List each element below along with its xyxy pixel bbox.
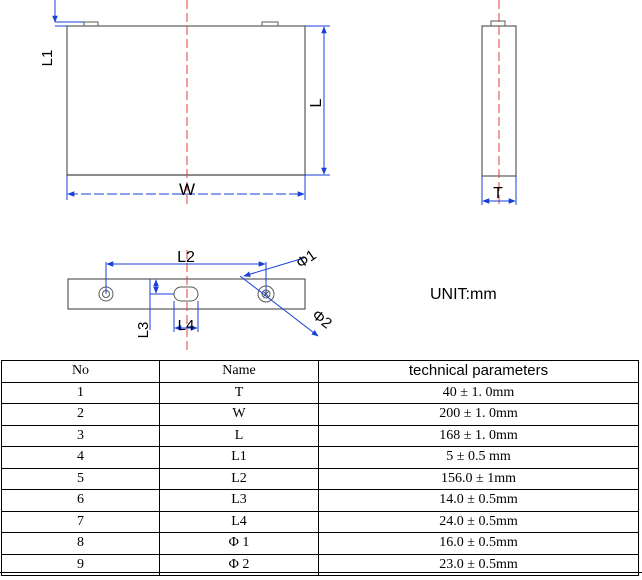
cell-name: L1 bbox=[159, 446, 319, 469]
cell-value: 168 ± 1. 0mm bbox=[318, 424, 639, 447]
cell-name: Φ 1 bbox=[159, 532, 319, 555]
cell-name: L4 bbox=[159, 510, 319, 533]
cell-body-side bbox=[481, 25, 517, 177]
header-params: technical parameters bbox=[318, 360, 639, 383]
cell-value: 16.0 ± 0.5mm bbox=[318, 532, 639, 555]
cell-no: 7 bbox=[1, 510, 160, 533]
cell-name: L2 bbox=[159, 467, 319, 490]
cell-name: L3 bbox=[159, 489, 319, 512]
cell-value: 200 ± 1. 0mm bbox=[318, 403, 639, 426]
label-L: L bbox=[308, 98, 325, 107]
front-view: L1 L W bbox=[39, 0, 330, 205]
cell-value: 23.0 ± 0.5mm bbox=[318, 553, 639, 576]
label-W: W bbox=[179, 180, 195, 199]
truncated-row-edge bbox=[0, 572, 642, 580]
label-T: T bbox=[493, 185, 503, 202]
header-no: No bbox=[1, 360, 160, 383]
cell-value: 40 ± 1. 0mm bbox=[318, 381, 639, 404]
label-phi2: Φ2 bbox=[309, 307, 335, 333]
cell-body-front bbox=[66, 25, 306, 176]
side-view: T bbox=[481, 0, 517, 205]
label-L1: L1 bbox=[39, 50, 56, 67]
cell-no: 4 bbox=[1, 446, 160, 469]
cell-value: 14.0 ± 0.5mm bbox=[318, 489, 639, 512]
terminal-right bbox=[261, 21, 279, 27]
label-phi1: Φ1 bbox=[293, 247, 319, 273]
cell-no: 1 bbox=[1, 381, 160, 404]
cell-name: T bbox=[159, 381, 319, 404]
cell-no: 9 bbox=[1, 553, 160, 576]
cell-no: 2 bbox=[1, 403, 160, 426]
cell-name: Φ 2 bbox=[159, 553, 319, 576]
unit-label: UNIT:mm bbox=[430, 286, 497, 303]
cell-name: W bbox=[159, 403, 319, 426]
header-name: Name bbox=[159, 360, 319, 383]
cell-value: 5 ± 0.5 mm bbox=[318, 446, 639, 469]
top-view: L2 Φ1 Φ2 L3 L4 bbox=[67, 247, 335, 352]
label-L4: L4 bbox=[178, 317, 195, 334]
cell-no: 8 bbox=[1, 532, 160, 555]
cell-value: 156.0 ± 1mm bbox=[318, 467, 639, 490]
label-L3: L3 bbox=[135, 322, 152, 339]
cell-no: 3 bbox=[1, 424, 160, 447]
vent-slot bbox=[173, 286, 199, 302]
cell-name: L bbox=[159, 424, 319, 447]
battery-dimension-drawing: L1 L W T L2 bbox=[39, 0, 517, 352]
cell-no: 6 bbox=[1, 489, 160, 512]
label-L2: L2 bbox=[177, 249, 195, 266]
table-header-row: No Name technical parameters bbox=[1, 360, 639, 383]
cell-no: 5 bbox=[1, 467, 160, 490]
terminal-left bbox=[83, 21, 99, 27]
cell-value: 24.0 ± 0.5mm bbox=[318, 510, 639, 533]
